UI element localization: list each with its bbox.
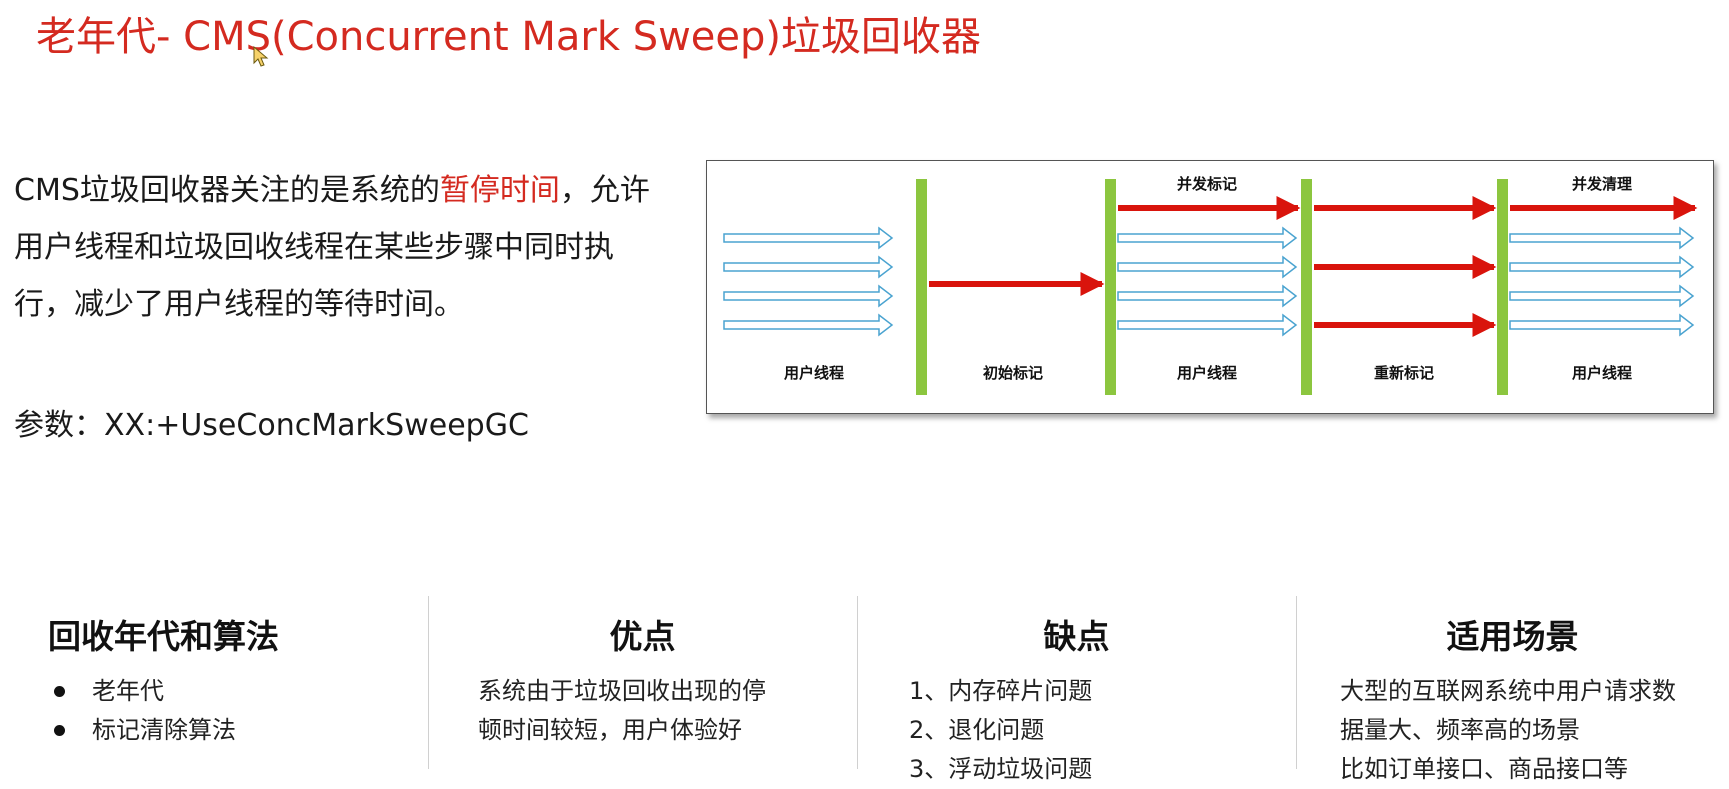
list-item: 1、内存碎片问题 <box>909 677 1093 705</box>
blue-arrow <box>723 284 894 308</box>
column-title: 适用场景 <box>1446 617 1579 656</box>
column-divider <box>1296 596 1297 769</box>
blue-arrow <box>1509 313 1695 337</box>
text-line: 大型的互联网系统中用户请求数 <box>1340 677 1676 705</box>
parameter-text: 参数：XX:+UseConcMarkSweepGC <box>14 408 529 443</box>
phase-divider-bar <box>1497 179 1508 395</box>
label-remark: 重新标记 <box>1374 364 1434 382</box>
blue-arrow <box>723 313 894 337</box>
blue-arrow <box>1117 313 1298 337</box>
list-item: 2、退化问题 <box>909 716 1045 744</box>
text-line: 据量大、频率高的场景 <box>1340 716 1580 744</box>
description-part1: CMS垃圾回收器关注的是系统的 <box>14 173 440 208</box>
text-line: 比如订单接口、商品接口等 <box>1340 755 1628 783</box>
column-title: 缺点 <box>1043 617 1110 656</box>
cms-phase-diagram: 并发标记 并发清理 用户线程 初始标记 用户线程 重新标记 用户线程 <box>706 160 1714 414</box>
list-item: 3、浮动垃圾问题 <box>909 755 1093 783</box>
description-part2: ，允许用户线程和垃圾回收线程在某些步骤中同时执行，减少了用户线程的等待时间。 <box>14 173 650 322</box>
column-body: 系统由于垃圾回收出现的停 顿时间较短，用户体验好 <box>478 672 766 750</box>
column-advantages: 优点 系统由于垃圾回收出现的停 顿时间较短，用户体验好 <box>428 596 857 769</box>
list-item: 标记清除算法 <box>48 711 236 750</box>
column-divider <box>428 596 429 769</box>
column-body: 大型的互联网系统中用户请求数 据量大、频率高的场景 比如订单接口、商品接口等 <box>1340 672 1676 789</box>
description-highlight: 暂停时间 <box>439 173 560 208</box>
blue-arrow <box>723 255 894 279</box>
cms-phase-diagram-svg: 并发标记 并发清理 用户线程 初始标记 用户线程 重新标记 用户线程 <box>723 175 1698 395</box>
column-use-cases: 适用场景 大型的互联网系统中用户请求数 据量大、频率高的场景 比如订单接口、商品… <box>1296 596 1729 783</box>
slide-title: 老年代- CMS(Concurrent Mark Sweep)垃圾回收器 <box>36 14 982 60</box>
cursor-icon <box>253 46 269 67</box>
description: CMS垃圾回收器关注的是系统的暂停时间，允许用户线程和垃圾回收线程在某些步骤中同… <box>14 162 654 333</box>
column-title: 优点 <box>609 617 676 656</box>
blue-arrow <box>1509 255 1695 279</box>
blue-arrow <box>1509 226 1695 250</box>
bullet-list: 老年代 标记清除算法 <box>48 672 236 750</box>
label-user-thread-1: 用户线程 <box>784 364 844 382</box>
phase-divider-bar <box>1301 179 1312 395</box>
column-disadvantages: 缺点 1、内存碎片问题 2、退化问题 3、浮动垃圾问题 <box>857 596 1296 783</box>
blue-arrow <box>1509 284 1695 308</box>
column-title: 回收年代和算法 <box>48 617 279 656</box>
user-thread-arrows-1 <box>723 226 894 337</box>
text-line: 顿时间较短，用户体验好 <box>478 716 742 744</box>
label-initial-mark: 初始标记 <box>983 364 1043 382</box>
label-user-thread-3: 用户线程 <box>1572 364 1632 382</box>
summary-grid: 回收年代和算法 老年代 标记清除算法 优点 系统由于垃圾回收出现的停 顿时间较短… <box>0 596 1729 783</box>
label-concurrent-sweep: 并发清理 <box>1572 175 1632 193</box>
numbered-list: 1、内存碎片问题 2、退化问题 3、浮动垃圾问题 <box>909 672 1092 789</box>
blue-arrow <box>1117 255 1298 279</box>
blue-arrow <box>723 226 894 250</box>
user-thread-arrows-2 <box>1117 226 1298 337</box>
blue-arrow <box>1117 284 1298 308</box>
phase-divider-bar <box>916 179 927 395</box>
text-line: 系统由于垃圾回收出现的停 <box>478 677 766 705</box>
column-body: 老年代 标记清除算法 <box>48 672 236 750</box>
column-divider <box>857 596 858 769</box>
label-user-thread-2: 用户线程 <box>1177 364 1237 382</box>
column-generation-algorithm: 回收年代和算法 老年代 标记清除算法 <box>0 596 428 769</box>
blue-arrow <box>1117 226 1298 250</box>
column-body: 1、内存碎片问题 2、退化问题 3、浮动垃圾问题 <box>909 672 1092 789</box>
phase-divider-bar <box>1105 179 1116 395</box>
list-item: 老年代 <box>48 672 236 711</box>
user-thread-arrows-3 <box>1509 226 1695 337</box>
label-concurrent-mark: 并发标记 <box>1177 175 1237 193</box>
